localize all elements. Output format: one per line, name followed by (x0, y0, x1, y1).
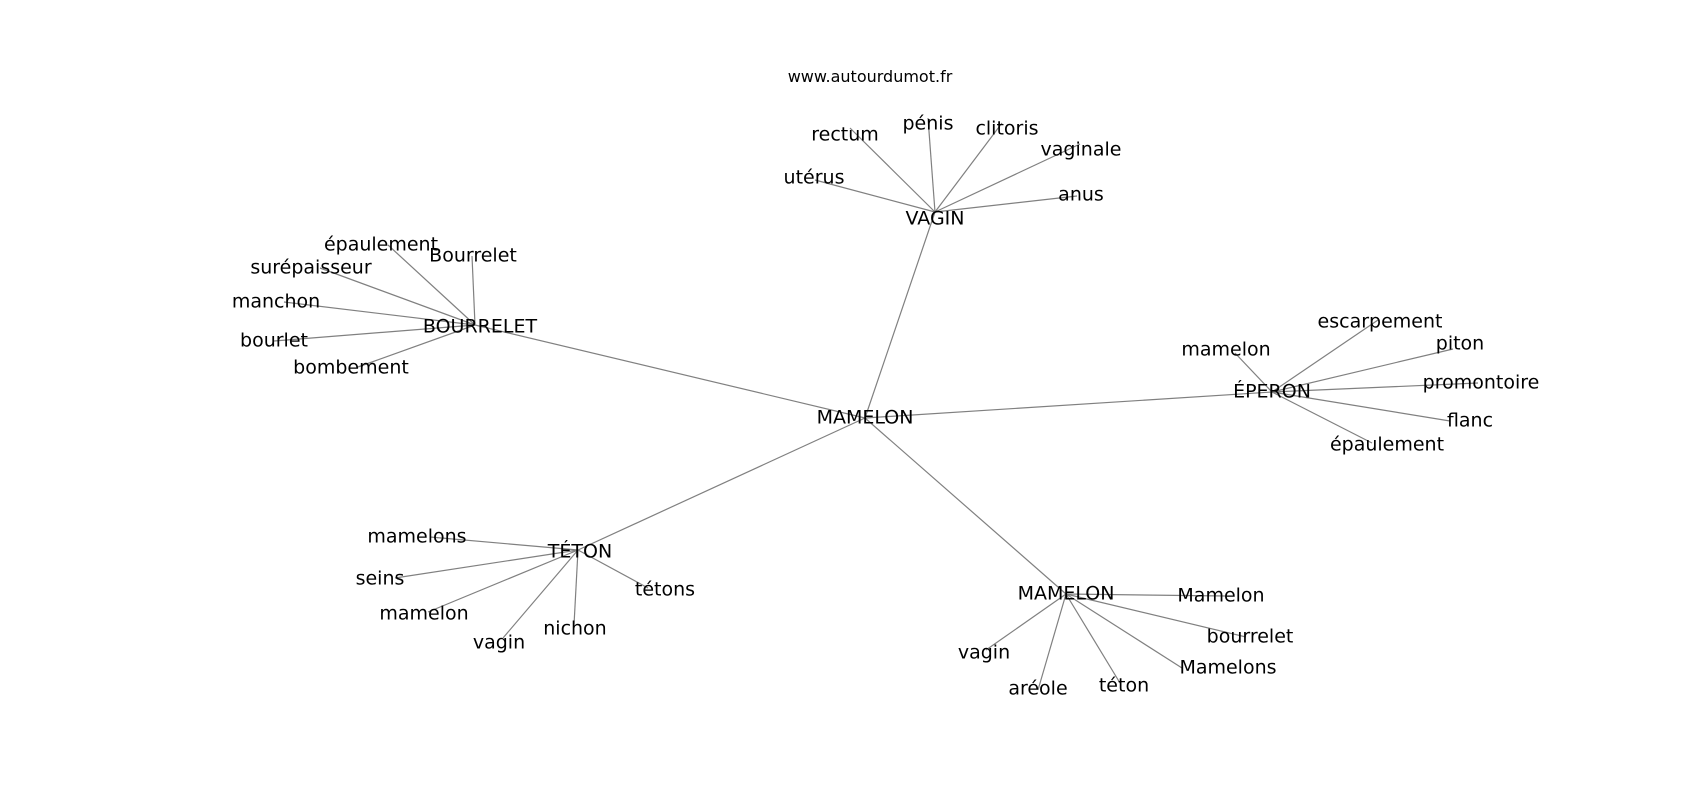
cluster-node-label: ÉPERON (1233, 380, 1311, 403)
leaf-node-label: vagin (473, 632, 525, 654)
edge-cluster-leaf (1271, 382, 1479, 393)
edge-cluster-leaf (934, 122, 1003, 213)
leaf-node-label: épaulement (1330, 434, 1444, 456)
edge-cluster-leaf (429, 536, 579, 551)
edge-cluster-leaf (387, 244, 476, 326)
edge-cluster-leaf (1065, 593, 1183, 669)
leaf-node-label: tétons (635, 579, 695, 601)
edge-center-cluster (474, 324, 866, 419)
edge-cluster-leaf (1271, 319, 1379, 393)
edge-center-cluster (864, 211, 936, 419)
leaf-node-label: mamelon (379, 603, 468, 625)
edge-cluster-leaf (934, 143, 1081, 213)
cluster-node-label: TÉTON (547, 540, 612, 563)
edge-cluster-leaf (1271, 348, 1454, 393)
edge-center-cluster (577, 417, 866, 551)
edge-cluster-leaf (1065, 593, 1227, 597)
leaf-node-label: utérus (784, 167, 845, 189)
edge-cluster-leaf (394, 549, 579, 579)
leaf-node-label: vaginale (1041, 139, 1122, 161)
leaf-node-label: piton (1436, 333, 1484, 355)
leaf-node-label: pénis (903, 113, 954, 135)
leaf-node-label: Bourrelet (429, 245, 517, 267)
center-node-label: MAMELON (817, 407, 914, 429)
edge-cluster-leaf (849, 127, 936, 213)
edge-cluster-leaf (283, 301, 476, 326)
edge-cluster-leaf (814, 179, 936, 213)
leaf-node-label: mamelons (367, 526, 466, 548)
edge-cluster-leaf (573, 549, 579, 626)
edge-cluster-leaf (1234, 352, 1273, 393)
edge-cluster-leaf (934, 195, 1078, 213)
edge-center-cluster (864, 391, 1273, 419)
leaf-node-label: seins (356, 568, 405, 590)
edge-cluster-leaf (273, 324, 476, 342)
leaf-node-label: manchon (232, 291, 320, 313)
edges (273, 117, 1479, 691)
leaf-node-label: épaulement (324, 234, 438, 256)
edge-cluster-leaf (1037, 593, 1067, 691)
edge-cluster-leaf (985, 593, 1067, 651)
edge-center-cluster (864, 417, 1067, 595)
edge-cluster-leaf (502, 549, 579, 639)
leaf-node-label: nichon (543, 618, 606, 640)
leaf-node-label: bourrelet (1207, 626, 1294, 648)
leaf-node-label: clitoris (975, 118, 1038, 140)
cluster-node-label: BOURRELET (423, 316, 538, 338)
leaf-node-label: vagin (958, 642, 1010, 664)
edge-cluster-leaf (357, 324, 476, 368)
leaf-node-label: téton (1099, 675, 1149, 697)
leaf-node-label: anus (1058, 184, 1104, 206)
cluster-node-label: VAGIN (906, 208, 965, 230)
edge-cluster-leaf (1271, 391, 1451, 422)
leaf-node-label: rectum (811, 124, 879, 146)
leaf-node-label: promontoire (1423, 372, 1540, 394)
edge-cluster-leaf (1271, 391, 1373, 444)
leaf-node-label: aréole (1008, 678, 1067, 700)
edge-cluster-leaf (577, 549, 649, 589)
leaf-node-label: bombement (293, 357, 409, 379)
edge-cluster-leaf (927, 117, 936, 213)
leaf-node-label: flanc (1447, 410, 1493, 432)
leaf-node-label: Mamelons (1179, 657, 1276, 679)
edge-cluster-leaf (427, 549, 579, 613)
edge-cluster-leaf (319, 267, 476, 326)
leaf-node-label: bourlet (240, 330, 308, 352)
edge-cluster-leaf (1065, 593, 1121, 684)
edge-cluster-leaf (1065, 593, 1247, 638)
cluster-node-label: MAMELON (1018, 583, 1115, 605)
leaf-node-label: escarpement (1318, 311, 1443, 333)
leaf-node-label: surépaisseur (250, 257, 372, 279)
leaf-node-label: mamelon (1181, 339, 1270, 361)
site-url: www.autourdumot.fr (788, 67, 953, 86)
edge-cluster-leaf (471, 255, 476, 326)
leaf-node-label: Mamelon (1177, 585, 1264, 607)
